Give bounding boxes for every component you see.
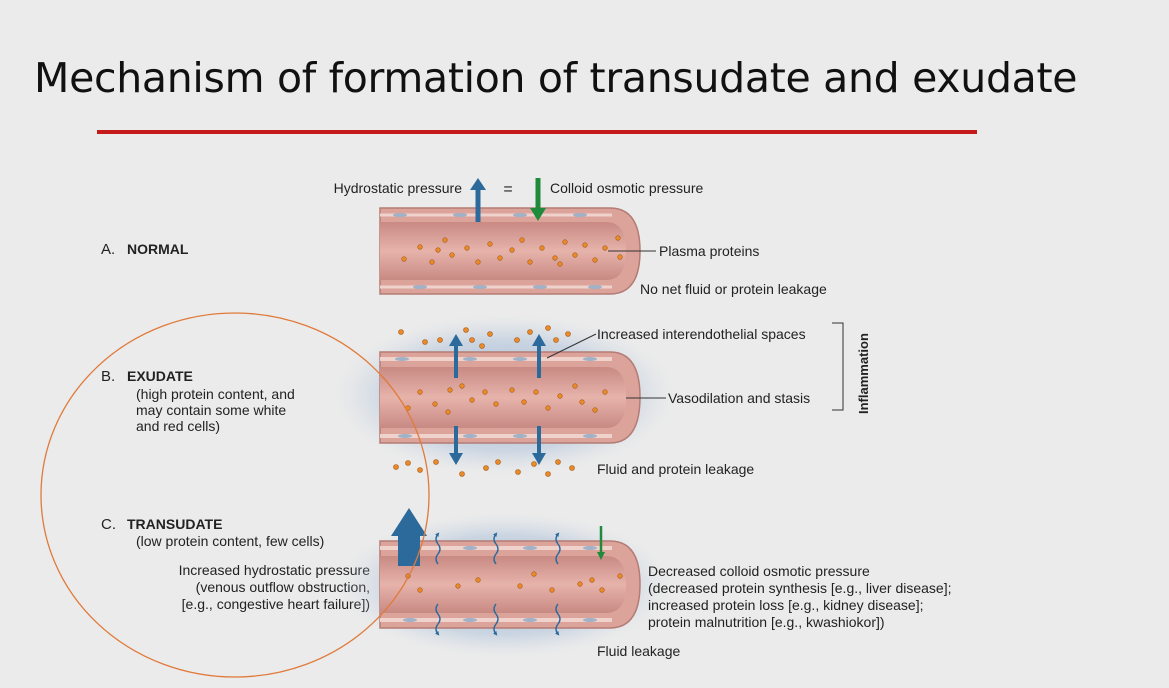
fluid-protein-leak-label: Fluid and protein leakage <box>597 461 754 477</box>
transudate-name: TRANSUDATE <box>127 516 222 532</box>
page-title: Mechanism of formation of transudate and… <box>34 54 1078 102</box>
colloid-cause-4: protein malnutrition [e.g., kwashiokor]) <box>648 614 885 630</box>
vasodilation-label: Vasodilation and stasis <box>668 390 810 406</box>
transudate-desc: (low protein content, few cells) <box>136 533 324 549</box>
exudate-proteins-bottom <box>393 459 575 477</box>
colloid-cause-1: Decreased colloid osmotic pressure <box>648 563 870 579</box>
exudate-section: B. EXUDATE (high protein content, and ma… <box>101 315 871 477</box>
exudate-arrows <box>449 334 546 465</box>
exudate-desc-2: may contain some white <box>136 402 286 418</box>
inflammation-label: Inflammation <box>856 333 871 414</box>
transudate-letter: C. <box>101 516 116 533</box>
equals-sign: = <box>503 181 512 198</box>
fluid-leakage-label: Fluid leakage <box>597 643 680 659</box>
hydrostatic-cause-2: (venous outflow obstruction, <box>196 579 370 595</box>
interendothelial-label: Increased interendothelial spaces <box>597 326 806 342</box>
highlight-circle <box>40 312 430 678</box>
normal-section: A. NORMAL Hydrostatic pressure = Colloid… <box>101 178 827 297</box>
transudate-vessel <box>379 540 641 629</box>
colloid-cause-3: increased protein loss [e.g., kidney dis… <box>648 597 924 613</box>
exudate-desc-3: and red cells) <box>136 418 220 434</box>
exudate-name: EXUDATE <box>127 368 193 384</box>
colloid-cause-2: (decreased protein synthesis [e.g., live… <box>648 580 952 596</box>
normal-letter: A. <box>101 241 115 258</box>
transudate-section: C. TRANSUDATE (low protein content, few … <box>101 508 952 659</box>
increased-hydrostatic-arrow <box>391 508 427 566</box>
exudate-vessel <box>379 351 641 444</box>
exudate-proteins-top <box>398 325 571 349</box>
hydrostatic-label: Hydrostatic pressure <box>334 180 463 196</box>
normal-result-label: No net fluid or protein leakage <box>640 281 827 297</box>
inflammation-bracket <box>832 322 844 411</box>
hydrostatic-cause-1: Increased hydrostatic pressure <box>179 562 371 578</box>
fluid-leak-arrows <box>435 532 561 636</box>
plasma-proteins-label: Plasma proteins <box>659 243 759 259</box>
title-underline <box>97 130 977 134</box>
colloid-label: Colloid osmotic pressure <box>550 180 703 196</box>
normal-name: NORMAL <box>127 241 189 257</box>
normal-vessel <box>379 207 641 295</box>
exudate-letter: B. <box>101 368 115 385</box>
hydrostatic-cause-3: [e.g., congestive heart failure]) <box>182 596 370 612</box>
exudate-desc-1: (high protein content, and <box>136 386 295 402</box>
